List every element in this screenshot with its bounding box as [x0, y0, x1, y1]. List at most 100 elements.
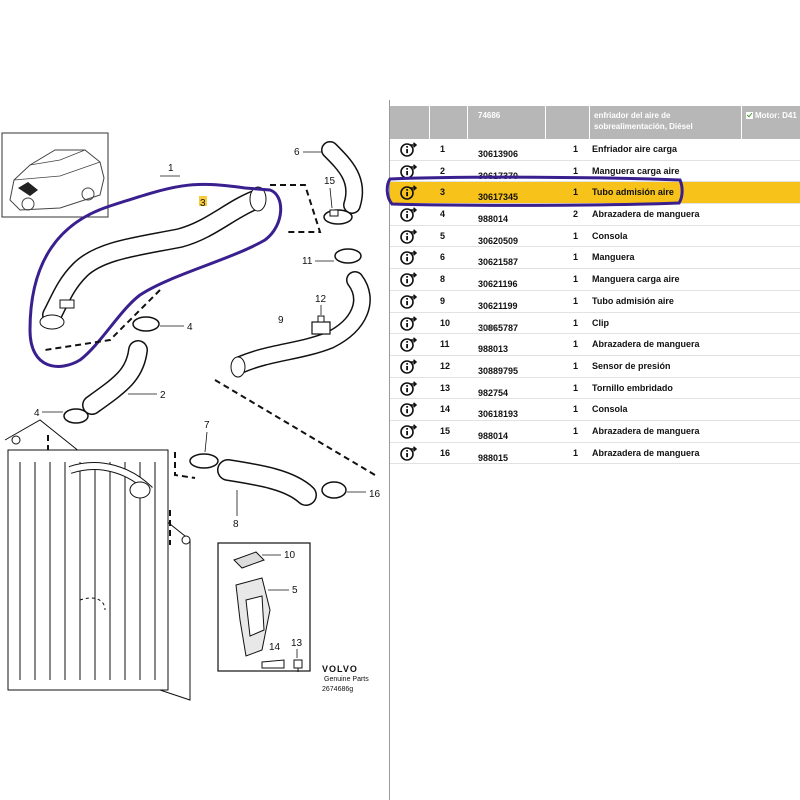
part-2-charge-air-hose[interactable]: [82, 340, 148, 415]
part-7-clamp[interactable]: [189, 453, 219, 469]
info-arrow-icon[interactable]: [400, 380, 418, 396]
row-position: 4: [440, 209, 446, 220]
callout-9[interactable]: 9: [278, 315, 284, 326]
part-6-hose[interactable]: [321, 141, 364, 214]
row-description: Tubo admisión aire: [592, 295, 674, 306]
info-arrow-icon[interactable]: [400, 163, 418, 179]
part-15-clamp[interactable]: [323, 209, 353, 225]
table-row[interactable]: 13 982754 1 Tornillo embridado: [390, 378, 800, 400]
row-position: 3: [440, 187, 446, 198]
info-arrow-icon[interactable]: [400, 359, 418, 374]
part-9-intake-tube[interactable]: [230, 271, 371, 378]
drawing-id: 2674686g: [322, 686, 353, 693]
row-quantity: 1: [573, 274, 579, 285]
info-arrow-icon[interactable]: [400, 402, 418, 418]
info-arrow-icon[interactable]: [400, 228, 418, 244]
row-part-note: (OP): [481, 322, 497, 332]
row-quantity: 1: [573, 360, 579, 371]
row-position: 5: [440, 230, 446, 241]
row-part-number-text: 30889795: [478, 365, 519, 376]
info-arrow-icon[interactable]: [400, 207, 418, 222]
bracket-inset: 10 5 14 13: [217, 542, 311, 672]
callout-11[interactable]: 11: [302, 256, 313, 267]
row-description: Consola: [592, 404, 628, 415]
info-arrow-icon[interactable]: [400, 272, 418, 287]
row-part-number-text: 982754: [478, 387, 509, 398]
row-position: 13: [440, 382, 451, 393]
callout-4-upper[interactable]: 4: [187, 322, 193, 333]
row-quantity: 1: [573, 317, 579, 328]
row-description: Clip: [592, 317, 609, 328]
callout-4-lower[interactable]: 4: [34, 408, 40, 419]
row-description: Sensor de presión: [592, 360, 671, 371]
row-quantity: 1: [573, 382, 579, 393]
row-part-number-text: 988014: [478, 214, 509, 225]
row-quantity: 1: [573, 295, 579, 306]
callout-5[interactable]: 5: [292, 585, 298, 596]
callout-1[interactable]: 1: [168, 163, 174, 174]
part-12-pressure-sensor[interactable]: [311, 315, 331, 335]
row-position: 2: [440, 165, 446, 176]
row-quantity: 1: [573, 144, 579, 154]
callout-10[interactable]: 10: [284, 550, 296, 561]
info-arrow-icon[interactable]: [400, 445, 418, 461]
header-part-number: 74686: [468, 106, 546, 139]
part-16-clamp[interactable]: [321, 481, 347, 499]
row-position: 6: [440, 252, 446, 263]
callout-13[interactable]: 13: [291, 638, 303, 649]
callout-2[interactable]: 2: [160, 390, 166, 401]
row-part-number-text: 30621196: [478, 279, 518, 290]
part-4-clamp-upper[interactable]: [132, 316, 160, 332]
part-8-charge-air-hose[interactable]: [217, 459, 317, 506]
row-quantity: 1: [573, 165, 579, 176]
callout-3[interactable]: 3: [200, 198, 206, 209]
callout-12[interactable]: 12: [315, 294, 327, 305]
callout-15[interactable]: 15: [324, 176, 336, 187]
row-description: Abrazadera de manguera: [592, 447, 700, 458]
table-header: 74686 enfriador del aire de sobrealiment…: [390, 106, 800, 139]
part-1-charge-air-cooler[interactable]: [4, 419, 191, 701]
part-5-bracket[interactable]: [235, 577, 271, 657]
info-arrow-icon[interactable]: [400, 337, 418, 352]
header-model-filter[interactable]: Motor: D41: [742, 106, 800, 139]
part-10-clip[interactable]: [233, 551, 265, 569]
part-11-clamp[interactable]: [334, 248, 362, 264]
callout-16[interactable]: 16: [369, 489, 381, 500]
callout-7[interactable]: 7: [204, 420, 210, 431]
callout-14[interactable]: 14: [269, 642, 281, 653]
info-arrow-icon[interactable]: [400, 185, 418, 201]
callout-8[interactable]: 8: [233, 519, 239, 530]
info-arrow-icon[interactable]: [400, 424, 418, 439]
row-quantity: 1: [573, 230, 579, 241]
row-part-number-text: 30617370: [478, 170, 519, 181]
part-13-flange-bolt[interactable]: [293, 659, 303, 672]
info-arrow-icon[interactable]: [400, 294, 418, 309]
info-arrow-icon[interactable]: [400, 250, 418, 266]
part-3-intake-tube[interactable]: [39, 186, 267, 330]
row-part-number-text: 30620509: [478, 235, 519, 246]
callout-6[interactable]: 6: [294, 147, 300, 158]
checkbox-icon[interactable]: [746, 112, 753, 119]
row-description: Tornillo embridado: [592, 382, 673, 393]
info-arrow-icon[interactable]: [400, 315, 418, 331]
car-thumbnail: [1, 132, 109, 218]
row-part-number-text: 30621587: [478, 257, 519, 268]
row-quantity: 2: [573, 209, 579, 220]
part-4-clamp-lower[interactable]: [63, 408, 89, 424]
part-14-bracket[interactable]: [261, 659, 285, 669]
info-arrow-icon[interactable]: [400, 142, 418, 157]
